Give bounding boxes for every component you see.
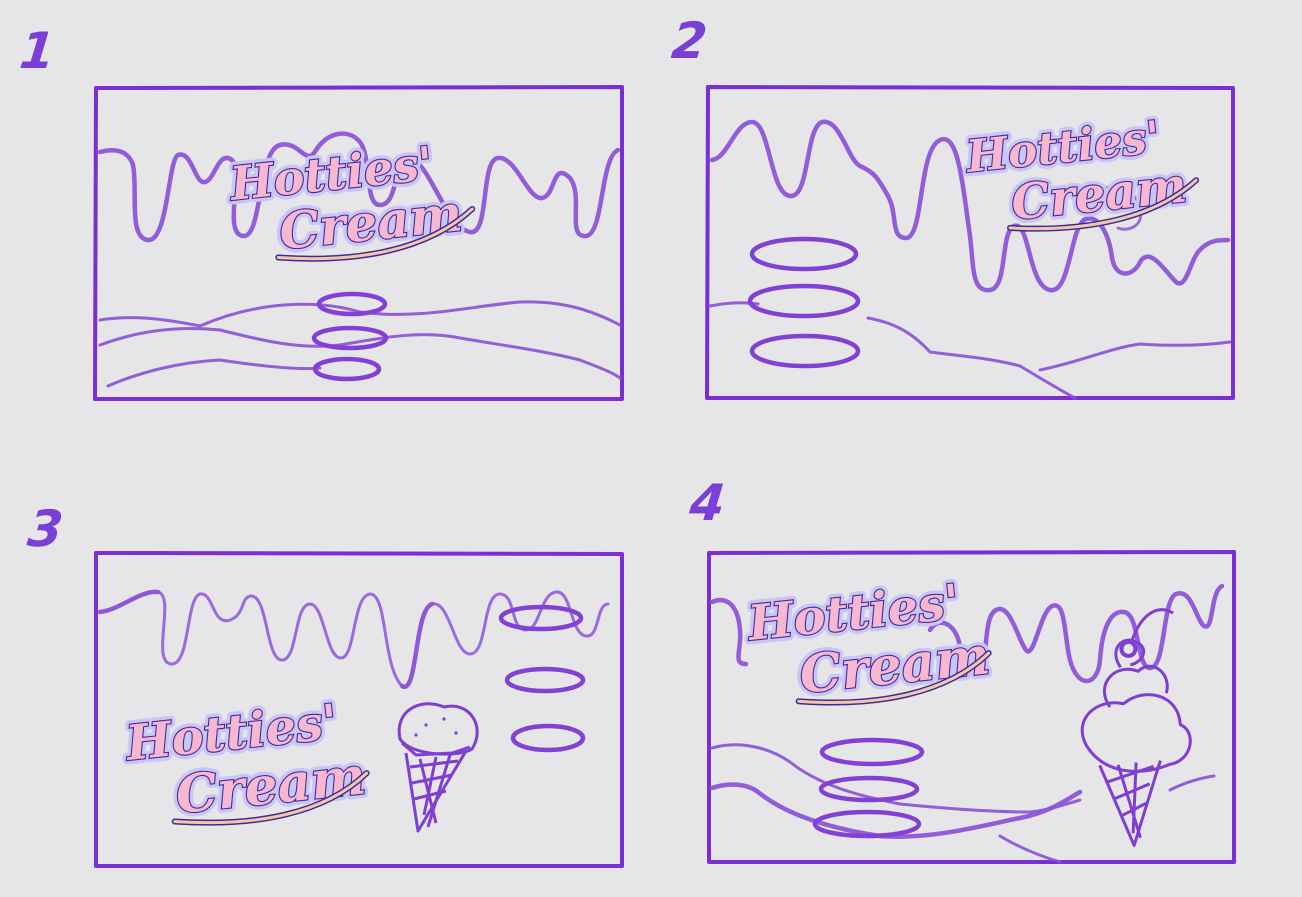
panel-1-ring-1 [316, 291, 388, 317]
panel-2-hill-1 [708, 301, 1077, 400]
sundae-cone-icon [1080, 608, 1192, 847]
panel-4-ring-1 [819, 737, 925, 767]
panel-4: Hotties' Hotties' Cream Cream [707, 550, 1236, 864]
panel-2-ring-1 [749, 236, 859, 272]
panel-4-logo: Hotties' Hotties' Cream Cream [739, 570, 997, 711]
panel-1-logo: Hotties' Hotties' Cream Cream [221, 131, 476, 266]
panel-3-drips-bold [97, 589, 435, 689]
panel-1-ring-2 [311, 325, 389, 351]
panel-2-ring-2 [747, 283, 861, 319]
panel-4-drips [709, 583, 1225, 684]
panel-3-ring-2 [504, 666, 586, 694]
ice-cream-cone-icon [397, 702, 479, 833]
panel-2: Hotties' Hotties' Cream Cream [705, 85, 1235, 400]
panel-2-drips [709, 119, 1231, 293]
panel-3-ring-1 [498, 604, 584, 632]
panel-4-frame [707, 550, 1236, 864]
panel-1: Hotties' Hotties' Cream Cream [93, 85, 624, 401]
panel-1-frame [93, 85, 624, 401]
panel-2-logo: Hotties' Hotties' Cream Cream [957, 107, 1200, 236]
panel-1-ring-3 [312, 356, 382, 382]
panel-4-ring-2 [818, 775, 920, 803]
panel-4-ring-3 [812, 809, 922, 839]
panel-4-hill-3 [998, 774, 1216, 864]
panel-2-hill-2 [1038, 340, 1232, 372]
panel-3-frame [94, 551, 624, 868]
panel-4-hill-1 [710, 743, 1082, 814]
panel-1-hill-3 [106, 358, 322, 388]
panel-2-ring-3 [749, 333, 861, 369]
panel-1-drips [97, 131, 621, 243]
panel-2-frame [705, 85, 1235, 400]
panel-3-ring-3 [510, 723, 586, 753]
panel-3: Hotties' Hotties' Cream Cream [94, 551, 624, 868]
panel-3-logo: Hotties' Hotties' Cream Cream [117, 690, 373, 831]
panel-1-hill-2 [98, 327, 622, 380]
